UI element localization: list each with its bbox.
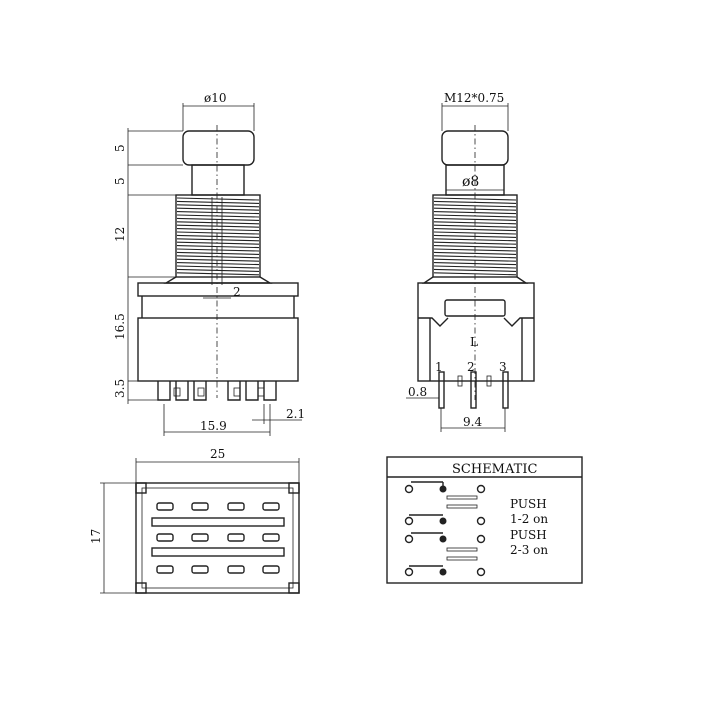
pin-slot — [191, 565, 209, 574]
thread-line — [176, 207, 260, 211]
bottom-outline — [135, 482, 300, 594]
thread-line — [176, 265, 260, 269]
dim-pin-span-side: 9.4 — [463, 415, 482, 429]
pin-slot — [262, 502, 280, 511]
front-pins — [157, 381, 277, 401]
thread-line — [433, 211, 517, 215]
front-thread-body — [175, 194, 261, 278]
dim-offset: 2 — [233, 285, 241, 299]
thread-line — [176, 238, 260, 242]
pin-slot — [227, 533, 245, 542]
pin-slot — [227, 502, 245, 511]
thread-line — [176, 241, 260, 245]
schematic-state1-line1: PUSH — [510, 497, 547, 511]
dim-pin-height: 3.5 — [113, 379, 127, 398]
side-view: M12*0.75 ø8 L 1 2 3 0.8 9.4 — [406, 91, 535, 432]
thread-line — [176, 228, 260, 232]
side-pin-label-2: 2 — [467, 360, 475, 374]
dim-pin-width: 2.1 — [286, 407, 305, 421]
thread-line — [176, 262, 260, 266]
front-thread-lines — [176, 197, 260, 276]
schematic-panel: SCHEMATIC PUSH 1-2 on PUSH 2-3 on — [386, 456, 583, 584]
thread-line — [176, 245, 260, 249]
thread-line — [433, 204, 517, 208]
thread-line — [176, 272, 260, 276]
dim-thread-spec: M12*0.75 — [444, 91, 504, 105]
side-body-letter: L — [470, 335, 478, 349]
thread-line — [433, 238, 517, 242]
thread-line — [176, 231, 260, 235]
thread-line — [433, 197, 517, 201]
pin-slot — [191, 533, 209, 542]
thread-line — [176, 217, 260, 221]
thread-line — [176, 248, 260, 252]
pin-slot — [227, 565, 245, 574]
thread-line — [176, 211, 260, 215]
thread-line — [176, 224, 260, 228]
dim-thread-length: 12 — [113, 227, 127, 242]
dim-collar-diameter: ø8 — [462, 174, 479, 190]
pin-slot — [156, 502, 174, 511]
dim-pin-span-front: 15.9 — [200, 419, 227, 433]
schematic-title: SCHEMATIC — [452, 462, 537, 477]
dim-pin-thickness: 0.8 — [408, 385, 427, 399]
pin-slot — [191, 502, 209, 511]
thread-line — [176, 214, 260, 218]
pin-slot — [156, 565, 174, 574]
bottom-pin-slots — [156, 502, 280, 574]
pin-slot — [156, 533, 174, 542]
front-collar — [191, 164, 245, 196]
schematic-state1-line2: 1-2 on — [510, 512, 548, 526]
dim-cap-diameter: ø10 — [204, 91, 227, 105]
thread-line — [176, 251, 260, 255]
thread-line — [176, 200, 260, 204]
front-view: ø10 5 5 12 16.5 3.5 2 15.9 2.1 — [113, 91, 305, 436]
side-pins — [438, 371, 509, 409]
schematic-frame — [386, 456, 583, 584]
thread-line — [433, 265, 517, 269]
thread-line — [176, 204, 260, 208]
thread-line — [433, 217, 517, 221]
pin-slot — [262, 533, 280, 542]
dim-collar-height: 5 — [113, 177, 127, 185]
front-body-top — [137, 282, 299, 297]
side-pin-label-3: 3 — [499, 360, 507, 374]
dim-body-height: 16.5 — [113, 313, 127, 340]
bottom-view: 25 17 — [89, 447, 300, 594]
schematic-state2-line1: PUSH — [510, 528, 547, 542]
front-cap — [182, 130, 255, 166]
thread-line — [176, 255, 260, 259]
dim-cap-height: 5 — [113, 144, 127, 152]
pin-slot — [262, 565, 280, 574]
dim-body-width: 25 — [210, 447, 225, 461]
dim-body-depth: 17 — [89, 529, 103, 544]
schematic-state2-line2: 2-3 on — [510, 543, 548, 557]
front-body — [137, 317, 299, 382]
thread-line — [176, 221, 260, 225]
side-pin-label-1: 1 — [435, 360, 443, 374]
thread-line — [176, 197, 260, 201]
thread-line — [176, 258, 260, 262]
thread-line — [433, 251, 517, 255]
thread-line — [433, 224, 517, 228]
thread-line — [176, 268, 260, 272]
thread-line — [176, 234, 260, 238]
